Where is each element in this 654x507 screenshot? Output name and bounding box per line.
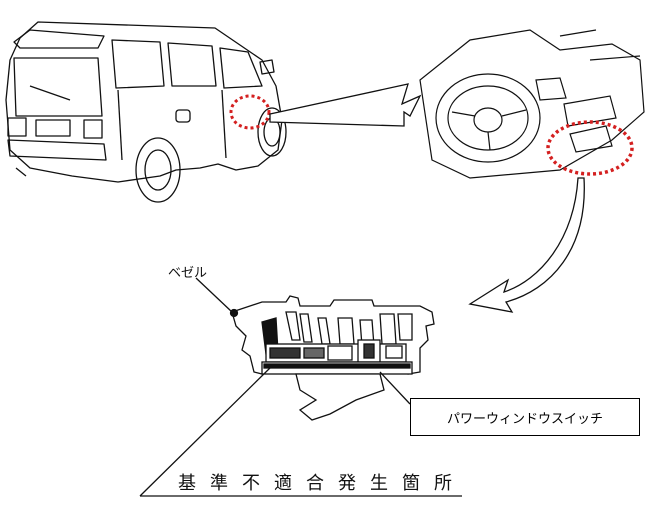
bezel-leader-line <box>195 277 233 313</box>
van-illustration <box>5 21 287 203</box>
power-window-switch-callout: パワーウィンドウスイッチ <box>410 398 640 436</box>
power-window-switch-label: パワーウィンドウスイッチ <box>446 411 603 427</box>
switch-highlight-circle <box>546 120 634 176</box>
arrow-to-cross-section <box>468 177 585 313</box>
switch-leader-line <box>379 371 411 405</box>
arrow-to-interior <box>269 83 422 127</box>
switch-cross-section <box>229 295 435 421</box>
interior-illustration <box>419 29 645 179</box>
van-highlight-circle <box>229 94 271 130</box>
defect-location-label: 基準不適合発生箇所 <box>178 473 466 494</box>
defect-leader-line <box>139 365 273 497</box>
bezel-label: ベゼル <box>168 266 208 281</box>
